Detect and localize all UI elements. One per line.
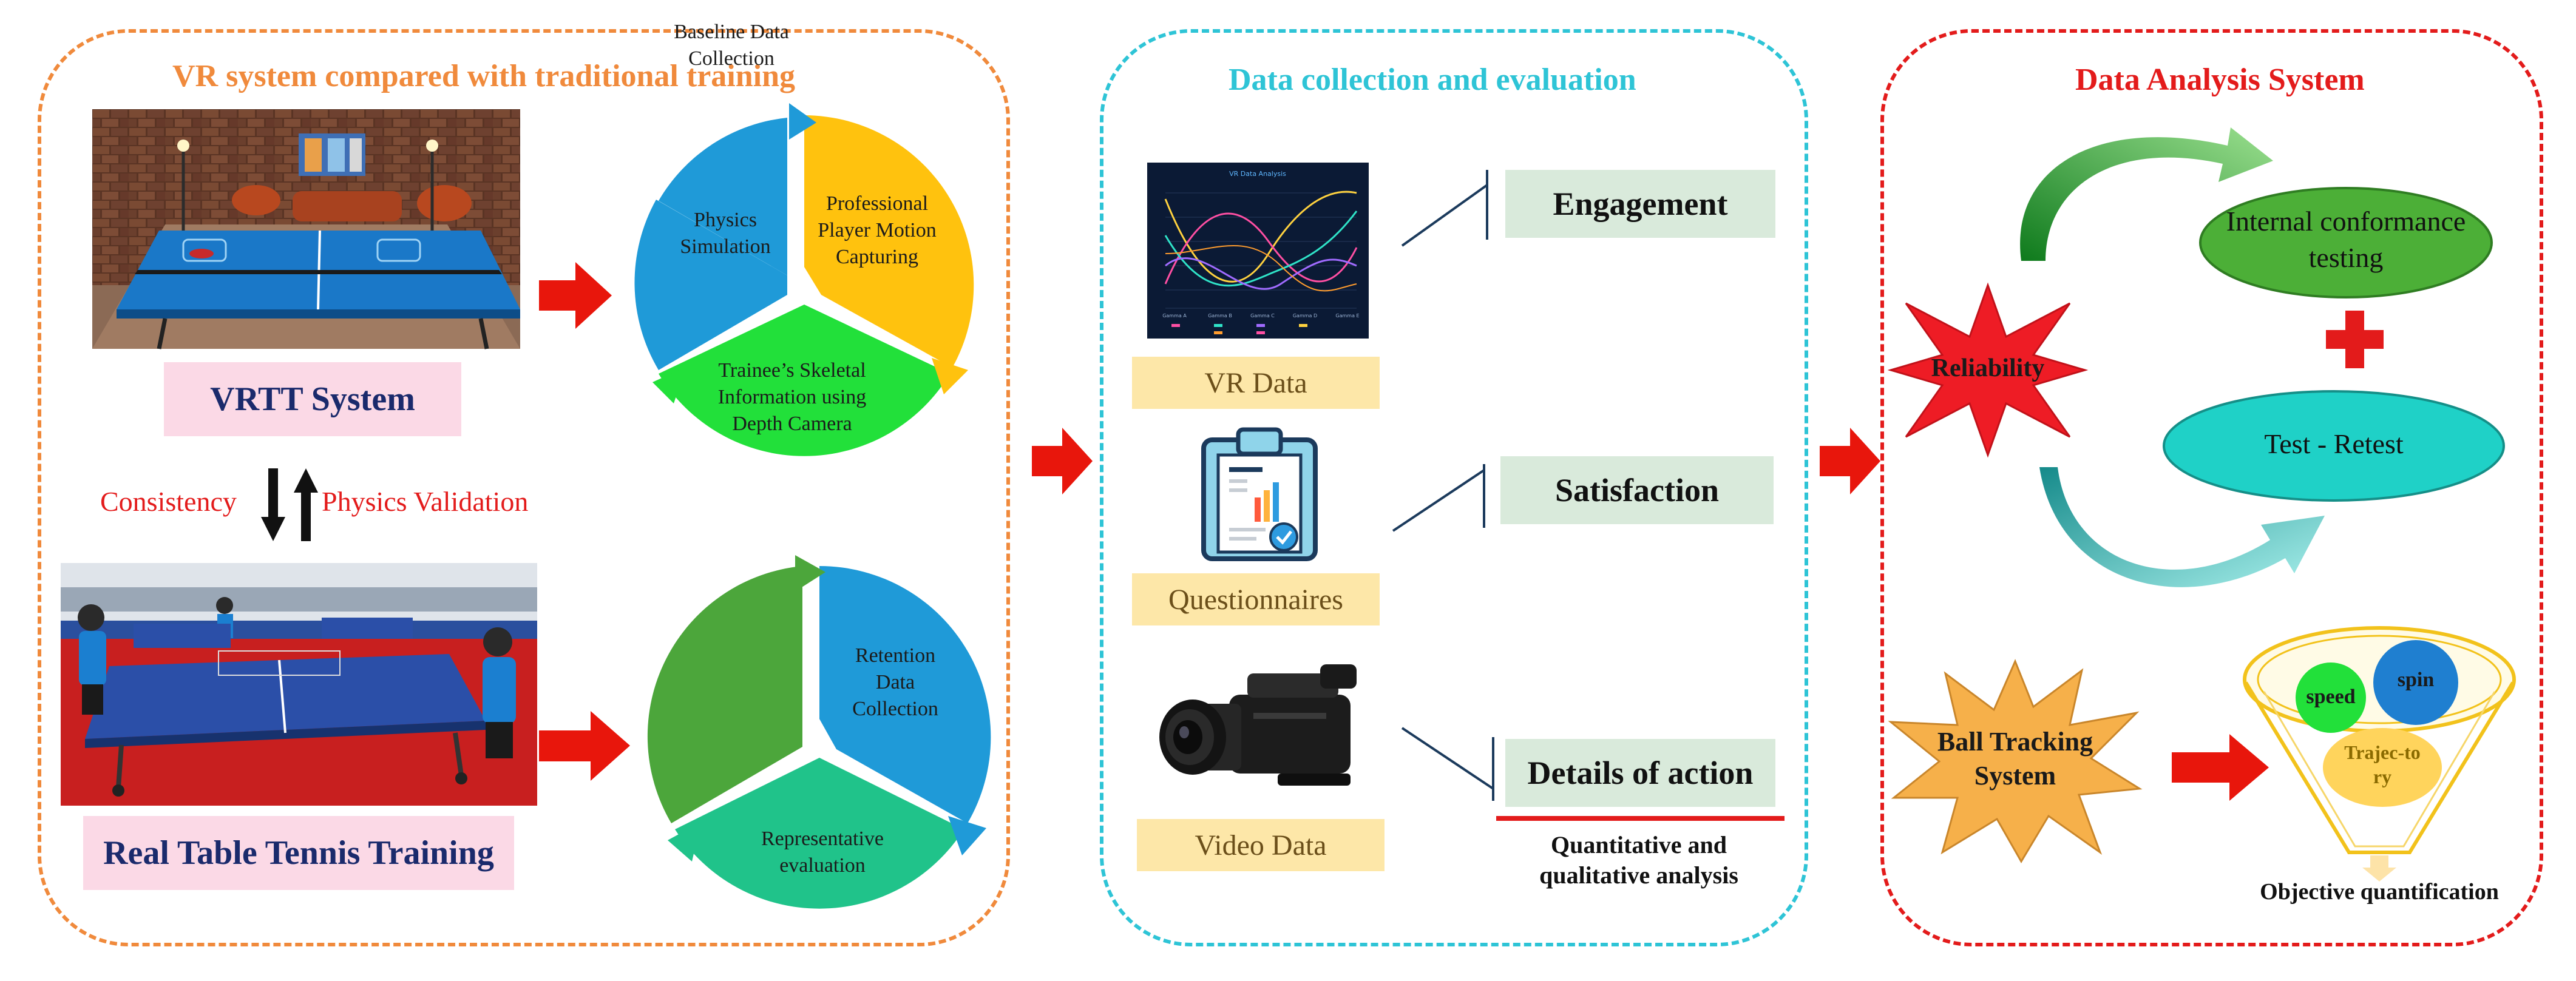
right-arrow-icon — [539, 711, 630, 781]
mini-chart-category: Gamma D — [1293, 313, 1317, 319]
curved-arrow-green-icon — [2020, 127, 2273, 261]
internal-conformance-ellipse — [2199, 187, 2493, 298]
questionnaires-label: Questionnaires — [1132, 573, 1380, 625]
curved-arrow-teal-icon — [2039, 467, 2325, 587]
real-cycle-retention-text: Retention Data Collection — [852, 644, 938, 720]
engagement-connector — [1401, 170, 1488, 247]
speed-circle — [2296, 662, 2366, 733]
details-of-action-box: Details of action — [1505, 739, 1775, 807]
objective-quantification-label: Objective quantification — [2260, 879, 2499, 905]
vr-data-label: VR Data — [1132, 357, 1380, 409]
ball-tracking-burst-icon — [1888, 659, 2143, 863]
middle-panel — [1100, 29, 1808, 946]
video-data-label: Video Data — [1137, 819, 1385, 871]
right-panel — [1880, 29, 2543, 946]
pie-segment-baseline — [647, 566, 802, 823]
right-arrow-icon — [539, 262, 612, 329]
quantitative-analysis-text: Quantitative and qualitative analysis — [1539, 831, 1738, 889]
vr-cycle-professional-text: Professional Player Motion Capturing — [818, 192, 937, 268]
details-connector — [1401, 727, 1494, 801]
middle-panel-title: Data collection and evaluation — [1220, 62, 1645, 98]
right-arrow-icon — [1820, 428, 1880, 494]
clipboard-icon — [1201, 427, 1318, 561]
funnel-icon — [2243, 626, 2516, 882]
details-underline — [1496, 816, 1785, 821]
engagement-box: Engagement — [1505, 170, 1775, 238]
up-arrow-icon — [294, 468, 318, 541]
video-camera-icon — [1159, 664, 1357, 786]
mini-chart-category: Gamma C — [1250, 313, 1275, 319]
vr-cycle-trainee-text: Trainee’s Skeletal Information using Dep… — [717, 359, 867, 435]
physics-validation-label: Physics Validation — [322, 486, 529, 517]
pie-segment-professional — [804, 115, 974, 368]
real-cycle-baseline-text: Baseline Data Collection — [674, 21, 789, 70]
consistency-label: Consistency — [100, 486, 237, 517]
real-table-tennis-label: Real Table Tennis Training — [83, 816, 514, 890]
trajectory-label: Trajec-tory — [2344, 741, 2421, 787]
vr-table-tennis-room-image — [92, 109, 520, 349]
vr-cycle-physics-text: Physics Simulation — [680, 209, 771, 258]
test-retest-ellipse — [2163, 390, 2505, 502]
spin-label: spin — [2397, 669, 2435, 691]
right-panel-title: Data Analysis System — [2067, 62, 2373, 98]
right-arrow-icon — [2172, 734, 2269, 801]
test-retest-label: Test - Retest — [2264, 428, 2404, 459]
left-panel-title: VR system compared with traditional trai… — [164, 58, 804, 95]
reliability-star-icon — [1887, 282, 2089, 458]
internal-conformance-label: Internal conformance testing — [2226, 206, 2466, 273]
satisfaction-connector — [1392, 464, 1485, 532]
right-arrow-icon — [1032, 428, 1093, 494]
mini-chart-category: Gamma B — [1208, 313, 1232, 319]
left-panel — [38, 29, 1010, 946]
mini-chart-category: Gamma E — [1335, 313, 1359, 319]
real-cycle-representative-text: Representative evaluation — [761, 828, 884, 877]
real-cycle-pie — [647, 555, 991, 909]
real-table-tennis-photo — [61, 563, 537, 806]
pie-segment-representative — [675, 758, 964, 909]
pie-segment-trainee — [659, 305, 950, 456]
spin-circle — [2373, 640, 2458, 725]
down-arrow-icon — [261, 468, 285, 541]
vr-cycle-pie — [634, 103, 974, 456]
trajectory-ellipse — [2323, 728, 2442, 807]
reliability-label: Reliability — [1931, 354, 2045, 382]
satisfaction-box: Satisfaction — [1500, 456, 1774, 524]
ball-tracking-label: Ball Tracking System — [1937, 727, 2093, 791]
vrtt-system-label: VRTT System — [164, 362, 461, 436]
vr-data-chart-image: VR Data Analysis Gamma A Gamma B Gamma C… — [1147, 163, 1369, 339]
pie-segment-physics — [659, 118, 787, 275]
mini-chart-category: Gamma A — [1162, 313, 1187, 319]
pie-segment-retention — [819, 565, 991, 823]
speed-label: speed — [2306, 686, 2356, 708]
plus-icon — [2326, 311, 2384, 368]
mini-chart-title: VR Data Analysis — [1229, 170, 1286, 178]
